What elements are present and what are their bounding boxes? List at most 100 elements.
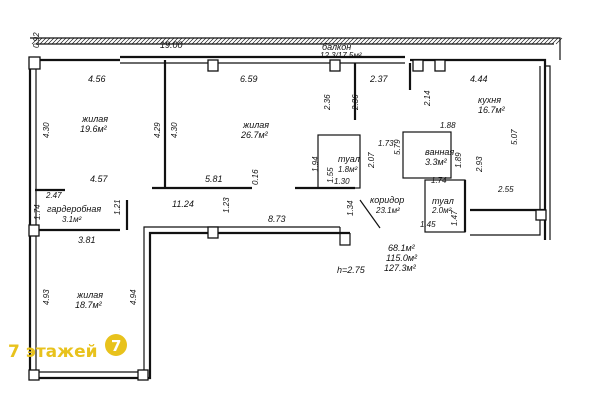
- balcony-hatch-line: [103, 37, 111, 45]
- balcony-hatch-line: [399, 37, 407, 45]
- balcony-hatch-line: [179, 37, 187, 45]
- dim-1-30: 1.30: [334, 177, 350, 186]
- balcony-hatch-line: [55, 37, 63, 45]
- balcony-hatch-line: [175, 37, 183, 45]
- balcony-hatch-line: [431, 37, 439, 45]
- balcony-hatch-line: [475, 37, 483, 45]
- balcony-hatch-line: [363, 37, 371, 45]
- balcony-hatch-line: [171, 37, 179, 45]
- dim-5-79: 5.79: [393, 139, 402, 155]
- living-1-area: 19.6м²: [80, 124, 108, 134]
- bathroom-area: 3.3м²: [425, 157, 448, 167]
- balcony-hatch-line: [331, 37, 339, 45]
- dim-4-30-a: 4.30: [42, 122, 51, 138]
- dim-1-21: 1.21: [113, 199, 122, 215]
- toilet-1-area: 1.8м²: [338, 165, 358, 174]
- balcony-hatch-line: [511, 37, 519, 45]
- column: [207, 226, 219, 239]
- column: [535, 209, 547, 221]
- balcony-hatch-line: [539, 37, 547, 45]
- balcony-hatch-line: [455, 37, 463, 45]
- balcony-hatch-line: [519, 37, 527, 45]
- balcony-area: 12.3/17.5м²: [320, 51, 362, 60]
- dim-0-16: 0.16: [251, 169, 260, 185]
- balcony-hatch-line: [435, 37, 443, 45]
- balcony-hatch-line: [451, 37, 459, 45]
- balcony-hatch-line: [467, 37, 475, 45]
- room-labels: балкон 12.3/17.5м² жилая 19.6м² жилая 26…: [47, 42, 506, 310]
- dim-2-93: 2.93: [475, 156, 484, 173]
- balcony-hatch-line: [223, 37, 231, 45]
- balcony-hatch-line: [147, 37, 155, 45]
- dim-1-47: 1.47: [450, 210, 459, 226]
- balcony-hatch-line: [83, 37, 91, 45]
- bathroom-name: ванная: [425, 147, 454, 157]
- toilet-2-area: 2.0м²: [431, 206, 452, 215]
- balcony-hatch-line: [343, 37, 351, 45]
- dim-8-73: 8.73: [268, 214, 286, 224]
- balcony-hatch-line: [515, 37, 523, 45]
- balcony-hatch-line: [143, 37, 151, 45]
- balcony-hatch-line: [439, 37, 447, 45]
- column: [28, 369, 40, 381]
- ceiling-height: h=2.75: [337, 265, 366, 275]
- balcony-hatch-line: [315, 37, 323, 45]
- balcony-hatch-line: [95, 37, 103, 45]
- balcony-hatch-line: [239, 37, 247, 45]
- balcony-hatch-line: [75, 37, 83, 45]
- balcony-hatch-line: [335, 37, 343, 45]
- balcony-hatch-line: [411, 37, 419, 45]
- balcony-hatch-line: [155, 37, 163, 45]
- balcony-hatch-line: [407, 37, 415, 45]
- balcony-hatch-line: [283, 37, 291, 45]
- balcony-hatch-line: [243, 37, 251, 45]
- balcony-hatch-line: [447, 37, 455, 45]
- column: [329, 59, 341, 72]
- balcony-hatch-line: [203, 37, 211, 45]
- wardrobe-area: 3.1м²: [62, 215, 82, 224]
- dim-2-36-b: 2.36: [351, 94, 360, 111]
- toilet-2-name: туал: [432, 196, 454, 206]
- balcony-hatch-line: [71, 37, 79, 45]
- balcony-hatch-line: [59, 37, 67, 45]
- dim-11-24: 11.24: [172, 199, 194, 209]
- balcony-hatch-line: [263, 37, 271, 45]
- balcony-hatch-line: [251, 37, 259, 45]
- dim-1-73: 1.73: [378, 139, 394, 148]
- column: [434, 59, 446, 72]
- dim-2-07: 2.07: [367, 152, 376, 169]
- balcony-hatch-line: [199, 37, 207, 45]
- column: [28, 56, 41, 70]
- balcony-hatch-line: [351, 37, 359, 45]
- balcony-hatch-line: [79, 37, 87, 45]
- balcony-hatch-line: [419, 37, 427, 45]
- balcony-hatch-line: [139, 37, 147, 45]
- balcony-hatch-line: [379, 37, 387, 45]
- logo: 7 этажей 7: [8, 334, 127, 362]
- dimension-labels: 0.92 19.00 4.56 6.59 2.37 4.44 4.30 4.29…: [32, 32, 519, 305]
- balcony-hatch-line: [387, 37, 395, 45]
- logo-text: 7 этажей: [8, 342, 98, 362]
- balcony-hatch-line: [187, 37, 195, 45]
- balcony-hatch-line: [443, 37, 451, 45]
- balcony-hatch-line: [215, 37, 223, 45]
- corridor-name: коридор: [370, 195, 404, 205]
- balcony-hatch-line: [107, 37, 115, 45]
- balcony-hatch-line: [287, 37, 295, 45]
- balcony-hatch-line: [479, 37, 487, 45]
- balcony-hatch-line: [247, 37, 255, 45]
- balcony-hatch-line: [555, 37, 563, 45]
- balcony-hatch-line: [231, 37, 239, 45]
- balcony-hatch-line: [255, 37, 263, 45]
- balcony-hatch-line: [275, 37, 283, 45]
- total-overall: 127.3м²: [384, 263, 417, 273]
- dim-1-74-b: 1.74: [33, 204, 42, 220]
- balcony-hatch-line: [67, 37, 75, 45]
- balcony-name: балкон: [322, 42, 351, 52]
- living-2-area: 26.7м²: [240, 130, 269, 140]
- balcony-hatch-line: [259, 37, 267, 45]
- balcony-hatch-line: [323, 37, 331, 45]
- balcony-outline: [30, 37, 563, 60]
- balcony-hatch-line: [415, 37, 423, 45]
